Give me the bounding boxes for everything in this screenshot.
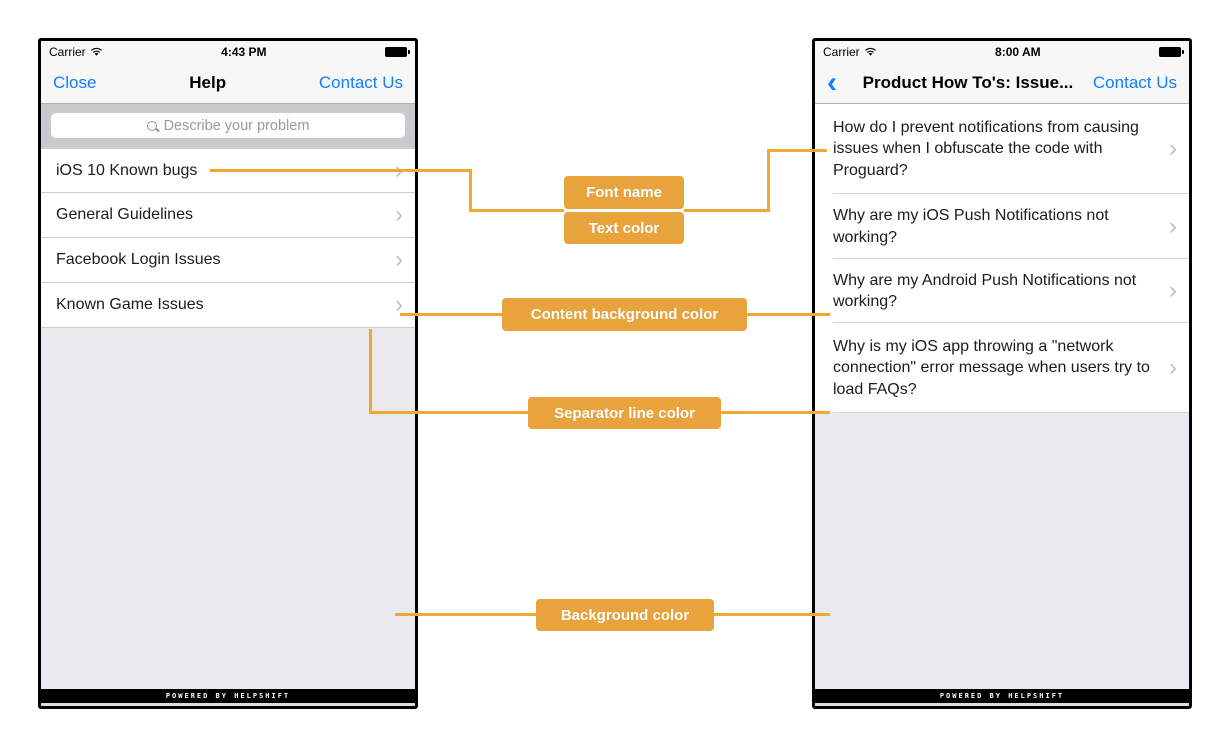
connector-line — [746, 313, 830, 316]
screen-background — [41, 328, 415, 689]
right-phone-faq-questions-screen: Carrier 8:00 AM ‹ Product How To's: Issu… — [812, 38, 1192, 709]
faq-section-row[interactable]: General Guidelines › — [41, 193, 415, 238]
chevron-right-icon: › — [1169, 135, 1177, 162]
chevron-right-icon: › — [395, 291, 403, 318]
connector-line — [720, 411, 830, 414]
annotation-background: Background color — [536, 599, 714, 631]
nav-title: Help — [189, 72, 227, 92]
contact-us-button[interactable]: Contact Us — [318, 72, 403, 92]
carrier-label: Carrier — [823, 45, 877, 59]
connector-line — [713, 613, 830, 616]
powered-by-text: POWERED BY HELPSHIFT — [939, 692, 1065, 700]
frame-bottom-strip — [815, 703, 1189, 706]
faq-question-row[interactable]: How do I prevent notifications from caus… — [815, 104, 1189, 194]
status-time: 8:00 AM — [995, 44, 1041, 59]
status-bar: Carrier 8:00 AM — [815, 41, 1189, 62]
search-icon — [146, 120, 157, 131]
faq-question-text: Why is my iOS app throwing a "network co… — [833, 337, 1150, 398]
wifi-icon — [864, 47, 876, 56]
connector-line — [469, 209, 564, 212]
faq-section-row[interactable]: Known Game Issues › — [41, 283, 415, 328]
powered-by-footer: POWERED BY HELPSHIFT — [815, 689, 1189, 703]
faq-question-row[interactable]: Why is my iOS app throwing a "network co… — [815, 323, 1189, 413]
connector-line — [400, 313, 502, 316]
connector-line — [369, 411, 528, 414]
faq-section-label: Known Game Issues — [56, 296, 204, 313]
annotation-content-background: Content background color — [502, 298, 747, 331]
faq-question-text: Why are my iOS Push Notifications not wo… — [833, 207, 1109, 246]
faq-question-text: How do I prevent notifications from caus… — [833, 118, 1139, 179]
nav-bar: Close Help Contact Us — [41, 62, 415, 104]
contact-us-button[interactable]: Contact Us — [1092, 72, 1177, 92]
status-time: 4:43 PM — [221, 44, 267, 59]
connector-line — [210, 169, 472, 172]
connector-line — [767, 149, 827, 152]
battery-icon — [385, 46, 410, 57]
nav-title: Product How To's: Issue... — [862, 72, 1074, 92]
faq-question-row[interactable]: Why are my Android Push Notifications no… — [815, 259, 1189, 323]
faq-question-row[interactable]: Why are my iOS Push Notifications not wo… — [815, 194, 1189, 259]
faq-section-label: General Guidelines — [56, 206, 193, 223]
chevron-right-icon: › — [1169, 212, 1177, 240]
search-placeholder: Describe your problem — [163, 117, 310, 134]
connector-line — [395, 613, 536, 616]
faq-section-label: iOS 10 Known bugs — [56, 161, 198, 179]
back-button[interactable]: ‹ — [827, 65, 837, 99]
faq-section-label: Facebook Login Issues — [56, 251, 221, 268]
frame-bottom-strip — [41, 703, 415, 706]
search-input[interactable]: Describe your problem — [51, 113, 405, 138]
chevron-right-icon: › — [395, 246, 403, 273]
screen-background — [815, 413, 1189, 689]
left-phone-faq-list-screen: Carrier 4:43 PM Close Help Contact Us De… — [38, 38, 418, 709]
annotation-text-color: Text color — [564, 212, 684, 244]
connector-line — [369, 329, 372, 413]
battery-icon — [1159, 46, 1184, 57]
connector-line — [767, 149, 770, 212]
carrier-label: Carrier — [49, 45, 103, 59]
status-bar: Carrier 4:43 PM — [41, 41, 415, 62]
annotation-separator-line: Separator line color — [528, 397, 721, 429]
wifi-icon — [90, 47, 102, 56]
chevron-right-icon: › — [1169, 354, 1177, 381]
faq-section-row[interactable]: Facebook Login Issues › — [41, 238, 415, 283]
connector-line — [469, 169, 472, 212]
search-strip: Describe your problem — [41, 104, 415, 148]
nav-bar: ‹ Product How To's: Issue... Contact Us — [815, 62, 1189, 104]
powered-by-text: POWERED BY HELPSHIFT — [165, 692, 291, 700]
faq-question-text: Why are my Android Push Notifications no… — [833, 271, 1137, 311]
connector-line — [684, 209, 770, 212]
annotation-font-name: Font name — [564, 176, 684, 209]
carrier-text: Carrier — [49, 44, 86, 59]
powered-by-footer: POWERED BY HELPSHIFT — [41, 689, 415, 703]
close-button[interactable]: Close — [53, 72, 97, 92]
chevron-right-icon: › — [395, 201, 403, 228]
chevron-right-icon: › — [1169, 277, 1177, 304]
carrier-text: Carrier — [823, 44, 860, 59]
